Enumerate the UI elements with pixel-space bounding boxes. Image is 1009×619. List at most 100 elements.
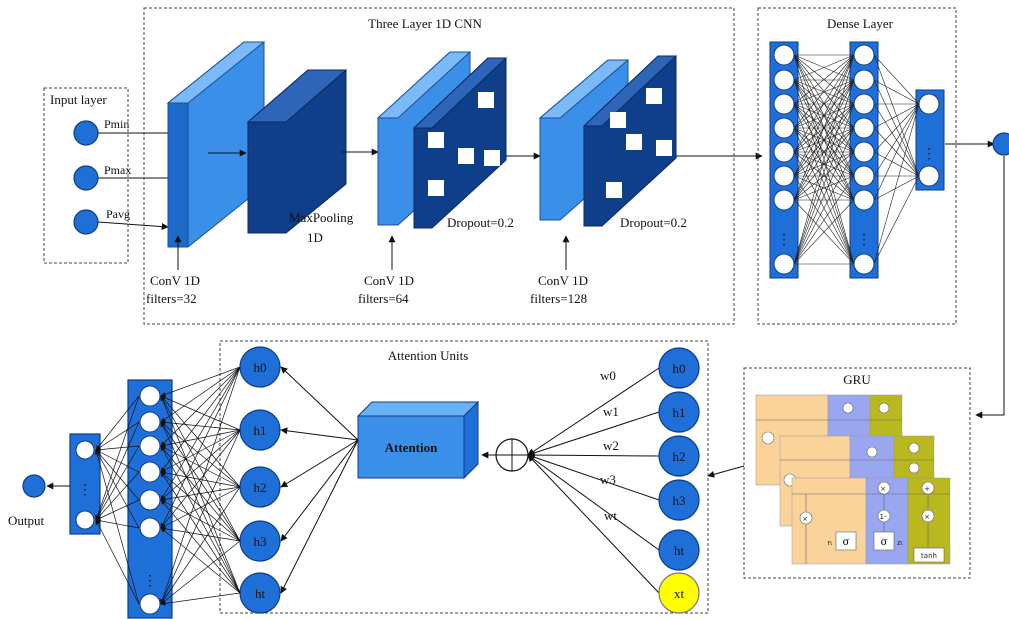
output-edge [95, 445, 140, 521]
gru-panel: GRU [707, 367, 971, 579]
dense-edge [793, 127, 855, 201]
conv3-filters: filters=128 [530, 291, 587, 306]
dense-neuron [853, 93, 875, 115]
output-edge [160, 499, 241, 542]
output-hidden-neuron [139, 593, 161, 615]
attn-right-node-ht [658, 529, 700, 571]
attn-right-node-xt [658, 572, 700, 614]
output-hidden-neuron [139, 411, 161, 433]
output-edge [95, 421, 140, 451]
dense-edge [873, 151, 920, 177]
attn-right-label-h0: h0 [673, 361, 686, 376]
svg-text:×: × [880, 485, 886, 493]
dropout2-label: Dropout=0.2 [620, 215, 687, 230]
attn-right-node-h3 [658, 479, 700, 521]
output-edge [160, 429, 241, 473]
input-layer-title: Input layer [50, 92, 107, 107]
svg-text:tanh: tanh [921, 552, 937, 560]
dropout2-layer [582, 55, 678, 227]
dropout-cell [610, 112, 626, 128]
dense-neuron [773, 165, 795, 187]
output-final-neuron [75, 440, 95, 460]
svg-text:rₜ: rₜ [828, 539, 833, 547]
sum-node [495, 438, 529, 472]
output-edge [160, 429, 241, 448]
output-edge [160, 366, 241, 423]
attention-input-edge [527, 453, 660, 501]
dense-network [769, 41, 945, 279]
attention-output-edge [280, 439, 359, 542]
dense-edge [793, 151, 855, 201]
dense-edge [873, 103, 920, 177]
output-label: Output [8, 513, 45, 528]
attn-left-label-h0: h0 [254, 360, 267, 375]
dropout-cell [484, 150, 500, 166]
output-hidden-neuron [139, 435, 161, 457]
dropout-cell [656, 140, 672, 156]
output-edge [160, 366, 241, 501]
output-node [22, 474, 46, 498]
attn-left-label-ht: ht [255, 586, 266, 601]
conv1-layer [166, 41, 266, 248]
attention-connections [280, 366, 660, 594]
output-ellipsis-1: ⋮ [143, 574, 157, 589]
output-edge [160, 592, 241, 606]
output-edge [160, 395, 241, 488]
dense-edge [793, 79, 855, 265]
edge-dense-gru [975, 156, 1005, 419]
output-edge [160, 429, 241, 501]
dense-edge [793, 175, 855, 265]
dense-edge [793, 199, 855, 265]
dropout-cell [428, 180, 444, 196]
dense-neuron [853, 189, 875, 211]
dense-edge [793, 103, 855, 201]
output-edge [95, 449, 140, 473]
maxpool-label-1: MaxPooling [289, 210, 354, 225]
output-edge [94, 449, 140, 605]
attention-input-edge [527, 454, 660, 594]
dense-panel: Dense Layer ⋮ ⋮ ⋮ [757, 7, 1009, 325]
attention-input-edge [527, 451, 660, 459]
dense-edge [793, 54, 855, 105]
attention-output-edge [280, 439, 359, 594]
output-edge [160, 366, 241, 397]
weight-label-w0: w0 [600, 368, 616, 383]
output-edge [160, 421, 241, 488]
dense-edge [873, 54, 920, 177]
output-edge [95, 449, 140, 501]
output-edge [160, 527, 241, 594]
weight-label-wt: wt [604, 508, 617, 523]
output-edge [95, 518, 140, 529]
output-hidden-neuron [139, 489, 161, 511]
output-edge [160, 486, 241, 605]
input-node-pmax [73, 165, 99, 191]
dense-edge [793, 151, 855, 265]
weight-label-w2: w2 [603, 438, 619, 453]
maxpool-label-2: 1D [307, 230, 323, 245]
conv1-label: ConV 1D [150, 273, 200, 288]
dense-edge [873, 175, 920, 265]
attn-right-label-h2: h2 [673, 449, 686, 464]
gru-title: GRU [843, 372, 871, 387]
dense-neuron [853, 165, 875, 187]
dense-neuron [773, 93, 795, 115]
attn-right-node-h0 [658, 347, 700, 389]
dropout-cell [478, 92, 494, 108]
dense-neuron [773, 117, 795, 139]
dense-neuron [853, 253, 875, 275]
attn-right-label-h3: h3 [673, 493, 686, 508]
weight-label-w1: w1 [603, 404, 619, 419]
attn-right-node-h1 [658, 391, 700, 433]
dense-edge [793, 79, 855, 105]
dense-neuron [773, 69, 795, 91]
attention-output-edge [280, 439, 359, 488]
dense-output-node [992, 132, 1009, 156]
output-edge [160, 540, 241, 605]
cnn-box [143, 7, 735, 325]
output-network: ⋮ ⋮ Output [8, 366, 241, 619]
output-edge [160, 395, 241, 594]
attn-right-label-ht: ht [674, 543, 685, 558]
output-edge [95, 499, 140, 521]
svg-text:×: × [802, 515, 808, 523]
edge-pavg [97, 221, 169, 231]
